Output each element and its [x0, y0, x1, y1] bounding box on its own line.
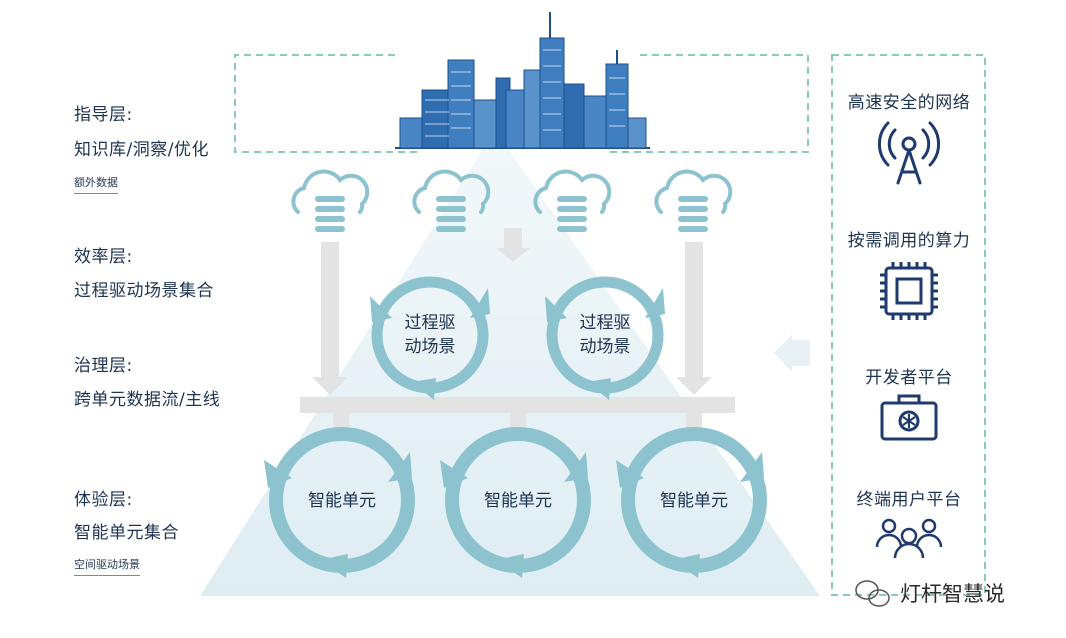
- guidance-box-right: [610, 54, 809, 153]
- governance-layer-detail: 跨单元数据流/主线: [74, 390, 221, 410]
- process-ring: [370, 276, 490, 400]
- toolbox-icon: [880, 394, 938, 441]
- right-panel-box: [831, 54, 986, 596]
- unit-ring: [616, 427, 767, 578]
- cloud-database-icon: [291, 169, 370, 232]
- process-ring: [545, 276, 665, 400]
- guidance-layer-detail: 知识库/洞察/优化: [74, 140, 209, 160]
- process-ring-label: 过程驱 动场景: [404, 313, 456, 357]
- data-bus-bar: [300, 397, 735, 413]
- users-icon: [875, 518, 943, 559]
- left-arrow-icon: [774, 334, 810, 372]
- cloud-database-icon: [412, 169, 491, 232]
- efficiency-layer-detail: 过程驱动场景集合: [74, 281, 214, 301]
- governance-layer-title: 治理层:: [74, 356, 133, 376]
- flow-arrows: [300, 228, 810, 431]
- down-arrow-icon: [496, 248, 530, 262]
- pyramid-background: [200, 130, 820, 596]
- unit-ring-label: 智能单元: [308, 491, 376, 511]
- chip-icon: [880, 262, 938, 320]
- unit-ring-label: 智能单元: [660, 491, 728, 511]
- process-ring-label: 过程驱 动场景: [579, 313, 631, 357]
- compute-label: 按需调用的算力: [847, 231, 971, 251]
- down-arrow-icon: [676, 377, 712, 395]
- unit-ring-label: 智能单元: [484, 491, 552, 511]
- developer-platform-label: 开发者平台: [865, 368, 953, 388]
- guidance-box-left: [234, 54, 420, 153]
- antenna-icon: [877, 121, 941, 185]
- down-arrow-icon: [312, 377, 348, 395]
- experience-layer-title: 体验层:: [74, 490, 133, 510]
- cloud-database-icon: [654, 169, 733, 232]
- cloud-database-icon: [533, 169, 612, 232]
- watermark-text: 灯杆智慧说: [900, 582, 1005, 606]
- unit-ring: [264, 427, 415, 578]
- network-label: 高速安全的网络: [847, 93, 971, 113]
- efficiency-layer-title: 效率层:: [74, 247, 133, 267]
- guidance-layer-sub: 额外数据: [74, 174, 118, 194]
- unit-ring: [440, 427, 591, 578]
- guidance-layer-title: 指导层:: [74, 105, 133, 125]
- experience-layer-detail: 智能单元集合: [74, 523, 179, 543]
- wechat-logo-icon: [855, 580, 890, 607]
- skyline-windows: [425, 49, 625, 137]
- end-user-platform-label: 终端用户平台: [856, 490, 962, 510]
- experience-layer-sub: 空间驱动场景: [74, 556, 140, 576]
